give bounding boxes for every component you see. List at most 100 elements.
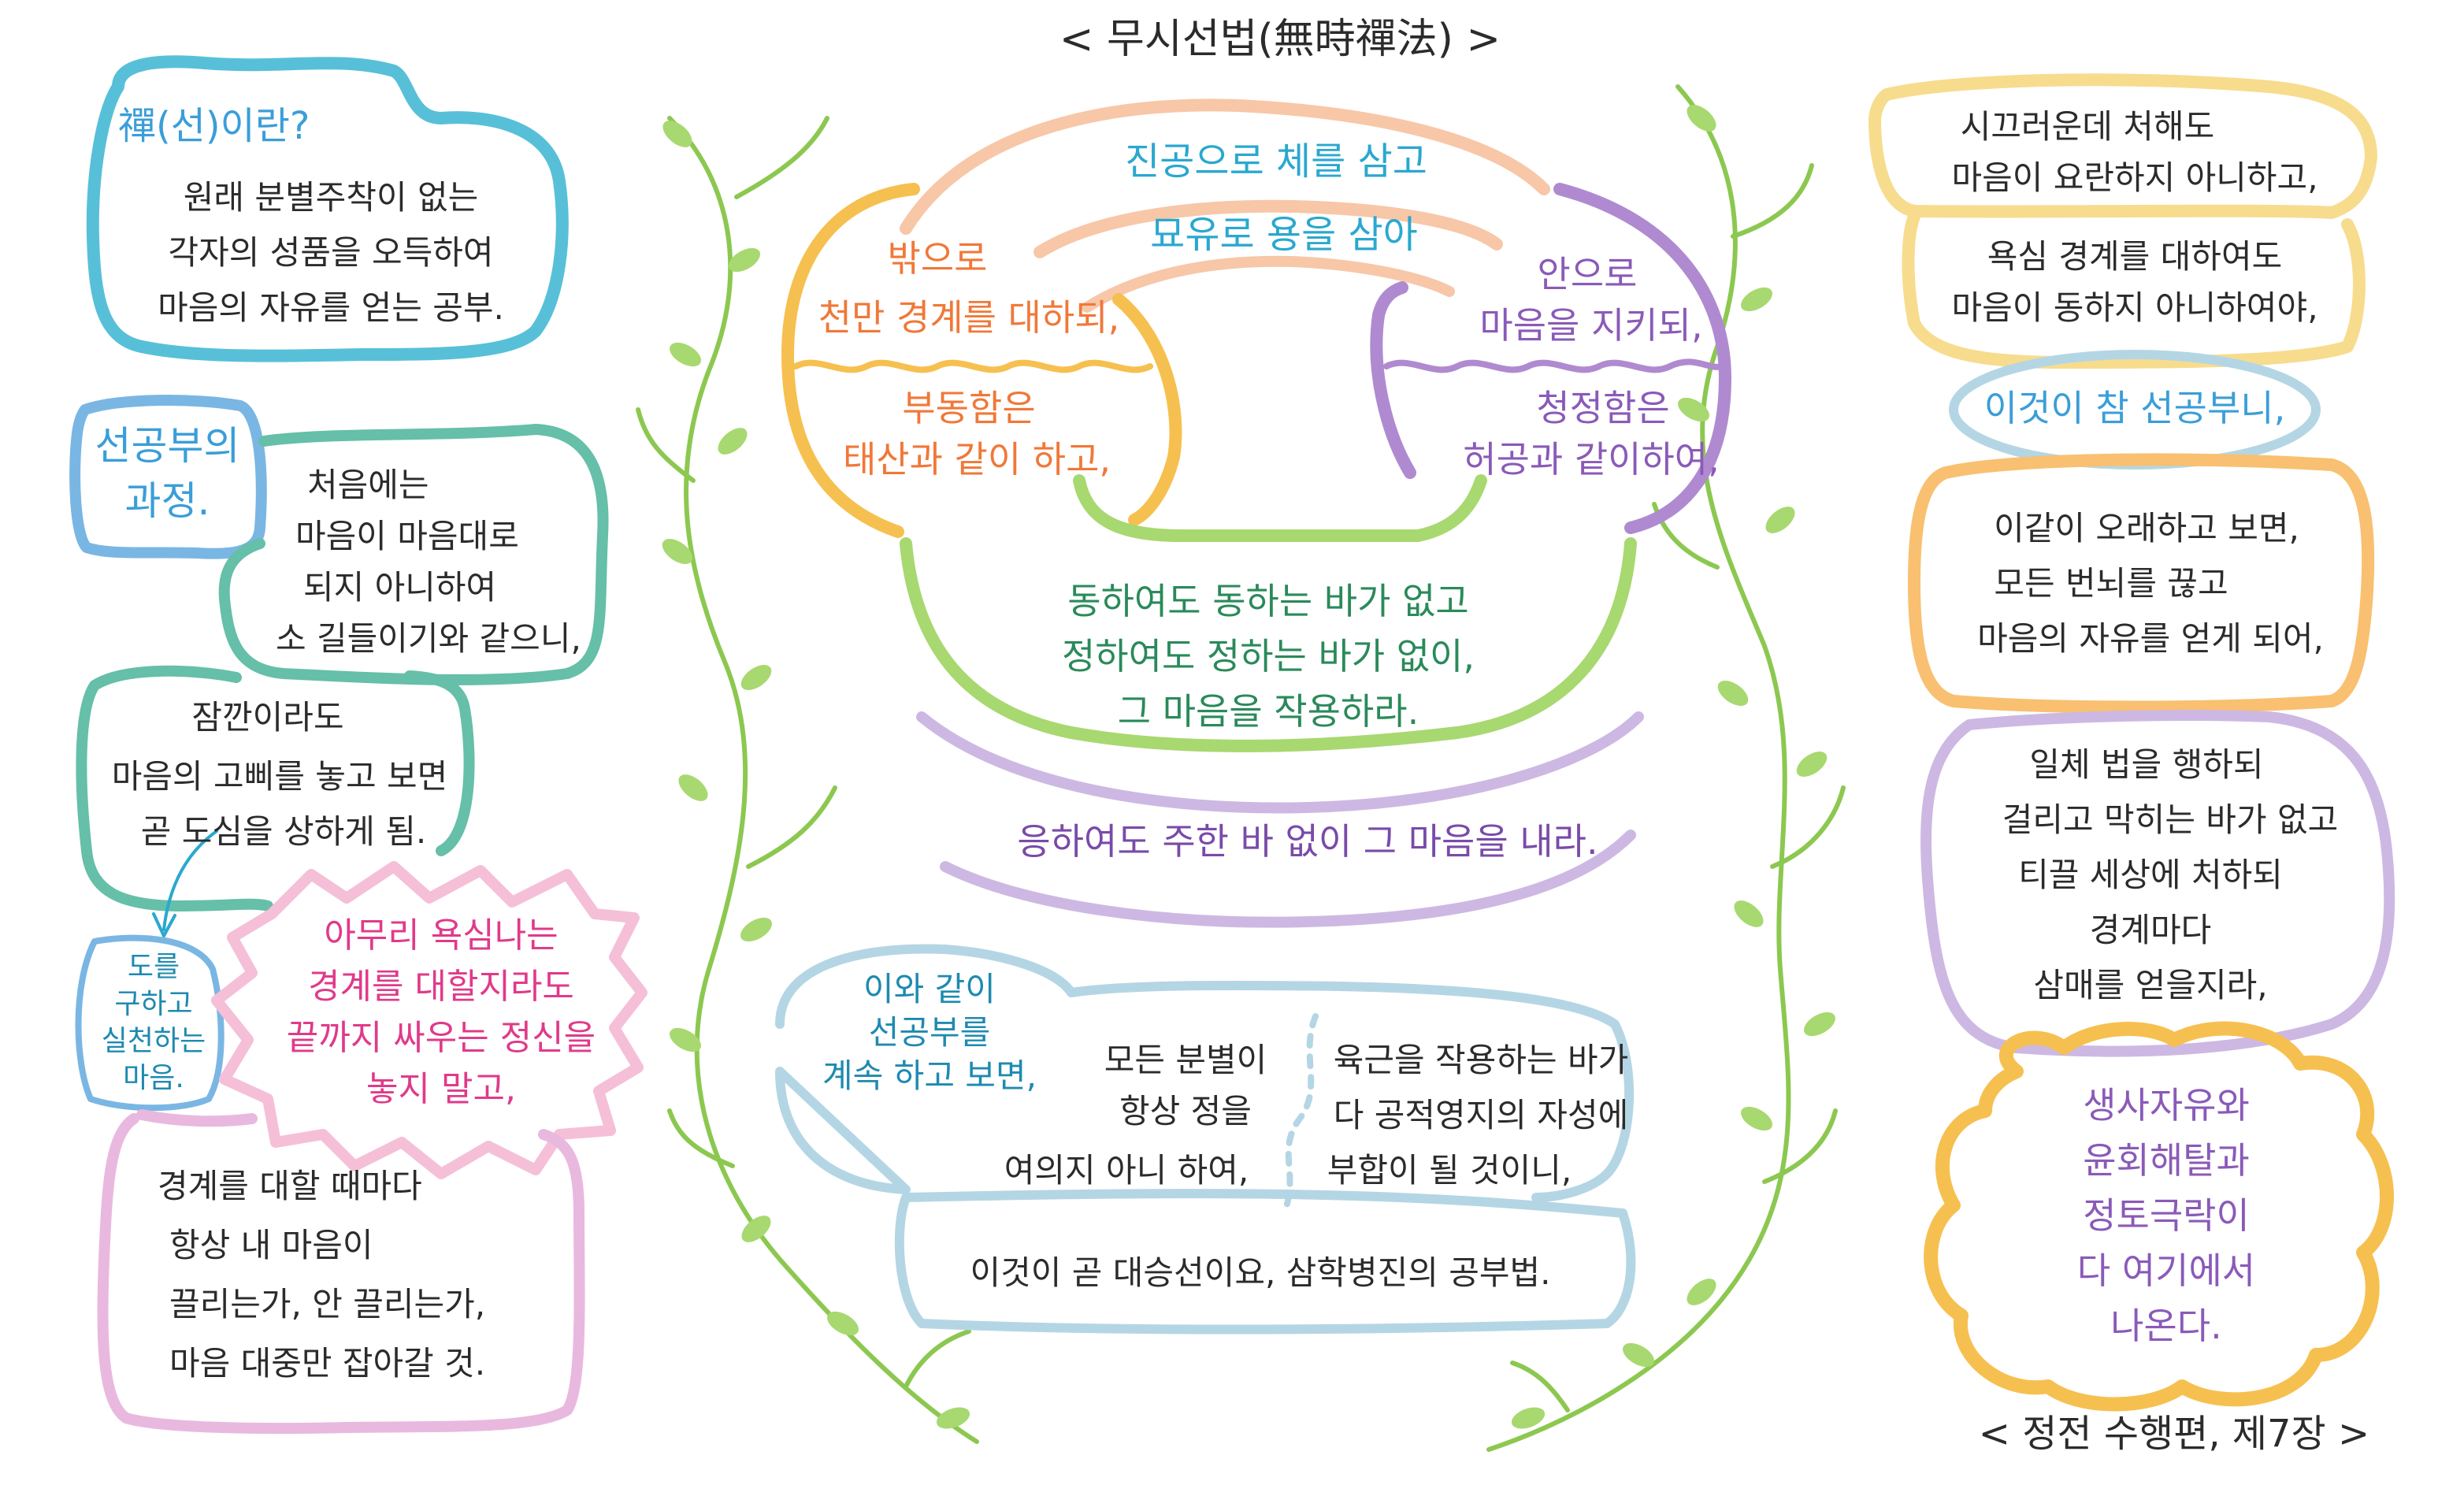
moment-line-1: 잠깐이라도 — [191, 698, 344, 737]
dharma-line-4: 경계마다 — [2089, 911, 2212, 949]
right-vine-leaves — [1511, 105, 1835, 1429]
practice-line-3: 실천하는 — [101, 1025, 206, 1057]
discrimination-divider — [1281, 1013, 1319, 1216]
movement-line-3: 그 마음을 작용하라. — [1117, 690, 1419, 733]
moment-outline — [76, 665, 475, 911]
continue-outline — [775, 944, 1635, 1202]
left-vine-leaves — [662, 121, 970, 1429]
process-line-3: 되지 아니하여 — [303, 568, 497, 607]
outside-line-2: 천만 경계를 대하되, — [818, 296, 1120, 339]
right-vine — [1486, 84, 1846, 1452]
boundary-line-3: 끌리는가, 안 끌리는가, — [169, 1285, 486, 1323]
liberation-line-2: 윤회해탈과 — [2083, 1139, 2250, 1182]
arc2-outline — [1033, 199, 1503, 258]
process-heading-1: 선공부의 — [95, 423, 240, 469]
zen-line-3: 마음의 자유를 얻는 공부. — [158, 288, 504, 327]
greed-line-2: 마음이 동하지 아니하여야, — [1951, 288, 2318, 327]
desire-line-2: 경계를 대할지라도 — [308, 967, 574, 1007]
noisy-outline — [1868, 73, 2377, 369]
liberation-line-3: 정토극락이 — [2083, 1194, 2250, 1237]
source-footer: < 정전 수행편, 제7장 > — [1978, 1412, 2370, 1456]
movement-outline — [900, 474, 1637, 752]
discrimination-line-2: 항상 정을 — [1119, 1092, 1252, 1130]
boundary-outline — [97, 1109, 585, 1435]
six-senses-line-2: 다 공적영지의 자성에 — [1333, 1096, 1629, 1134]
long-time-line-1: 이같이 오래하고 보면, — [1994, 509, 2299, 548]
response-text: 응하여도 주한 바 없이 그 마음을 내라. — [1017, 820, 1598, 863]
process-line-2: 마음이 마음대로 — [295, 517, 519, 555]
arc3-outline — [1082, 255, 1455, 313]
continue-line-3: 계속 하고 보면, — [822, 1056, 1037, 1095]
greed-line-1: 욕심 경계를 대하여도 — [1987, 237, 2283, 276]
zen-heading: 禪(선)이란? — [118, 104, 310, 148]
noisy-line-1: 시끄러운데 처해도 — [1960, 107, 2215, 146]
noisy-line-2: 마음이 요란하지 아니하고, — [1951, 158, 2318, 197]
zen-line-2: 각자의 성품을 오득하여 — [168, 233, 494, 272]
movement-line-1: 동하여도 동하는 바가 없고 — [1067, 580, 1469, 622]
boundary-line-2: 항상 내 마음이 — [169, 1226, 373, 1264]
practice-line-4: 마음. — [123, 1062, 184, 1094]
desire-line-1: 아무리 욕심나는 — [324, 915, 558, 956]
moment-arrow — [152, 830, 218, 937]
mahayana-text: 이것이 곧 대승선이요, 삼학병진의 공부법. — [970, 1253, 1551, 1292]
continue-line-2: 선공부를 — [868, 1013, 991, 1052]
process-label-outline — [69, 395, 267, 559]
immovable-line-1: 부동함은 — [902, 387, 1036, 429]
practice-line-2: 구하고 — [114, 988, 193, 1020]
purity-line-1: 청정함은 — [1536, 387, 1670, 429]
purity-line-2: 허공과 같이하여, — [1463, 438, 1720, 481]
discrimination-line-3: 여의지 아니 하여, — [1004, 1151, 1249, 1190]
moment-line-3: 곧 도심을 상하게 됨. — [140, 812, 427, 851]
liberation-outline — [1924, 1021, 2394, 1412]
process-body-outline — [218, 424, 609, 685]
practice-label-outline — [75, 934, 225, 1112]
long-time-line-3: 마음의 자유를 얻게 되어, — [1977, 619, 2324, 658]
discrimination-line-1: 모든 분별이 — [1104, 1041, 1267, 1079]
process-line-1: 처음에는 — [307, 466, 429, 504]
moment-line-2: 마음의 고삐를 놓고 보면 — [111, 757, 448, 796]
immovable-line-2: 태산과 같이 하고, — [842, 438, 1111, 481]
six-senses-line-1: 육근을 작용하는 바가 — [1333, 1041, 1629, 1079]
mahayana-outline — [894, 1189, 1636, 1335]
response-arc-top — [916, 711, 1644, 814]
continue-line-1: 이와 같이 — [863, 970, 996, 1008]
page-title: < 무시선법(無時禪法) > — [1059, 16, 1501, 63]
long-time-line-2: 모든 번뇌를 끊고 — [1994, 564, 2228, 603]
arc2-text: 묘유로 용을 삼아 — [1150, 213, 1418, 257]
inside-divider — [1383, 358, 1724, 373]
desire-line-3: 끝까지 싸우는 정신을 — [286, 1018, 596, 1058]
boundary-line-1: 경계를 대할 때마다 — [158, 1167, 422, 1205]
zen-line-1: 원래 분별주착이 없는 — [183, 178, 479, 217]
arc1-outline — [900, 98, 1550, 235]
desire-burst-outline — [211, 861, 648, 1179]
desire-line-4: 놓지 말고, — [366, 1069, 516, 1109]
liberation-line-5: 나온다. — [2110, 1305, 2222, 1347]
arc1-text: 진공으로 체를 삼고 — [1125, 139, 1427, 184]
movement-line-2: 정하여도 정하는 바가 없이, — [1061, 635, 1475, 677]
process-heading-2: 과정. — [124, 478, 210, 524]
dharma-line-3: 티끌 세상에 처하되 — [2018, 856, 2283, 894]
true-zen-text: 이것이 참 선공부니, — [1983, 387, 2286, 429]
inside-line-2: 마음을 지키되, — [1479, 304, 1703, 347]
left-vine — [636, 116, 979, 1444]
zen-cloud-outline — [86, 55, 569, 362]
dharma-line-5: 삼매를 얻을지라, — [2033, 966, 2268, 1004]
dharma-line-2: 걸리고 막히는 바가 없고 — [2002, 800, 2339, 839]
inside-outline — [1370, 183, 1731, 534]
six-senses-line-3: 부합이 될 것이니, — [1327, 1151, 1572, 1190]
outside-divider — [792, 359, 1153, 373]
liberation-line-1: 생사자유와 — [2083, 1084, 2250, 1127]
boundary-line-4: 마음 대중만 잡아갈 것. — [169, 1344, 486, 1383]
inside-line-1: 안으로 — [1537, 253, 1638, 295]
process-line-4: 소 길들이기와 같으니, — [276, 619, 581, 658]
practice-line-1: 도를 — [127, 951, 180, 983]
liberation-line-4: 다 여기에서 — [2076, 1249, 2256, 1292]
dharma-outline — [1920, 710, 2395, 1057]
long-time-outline — [1908, 453, 2375, 714]
response-arc-bottom — [940, 830, 1636, 928]
outside-line-1: 밖으로 — [887, 237, 988, 280]
outside-outline — [781, 183, 1182, 538]
dharma-line-1: 일체 법을 행하되 — [2029, 745, 2264, 784]
